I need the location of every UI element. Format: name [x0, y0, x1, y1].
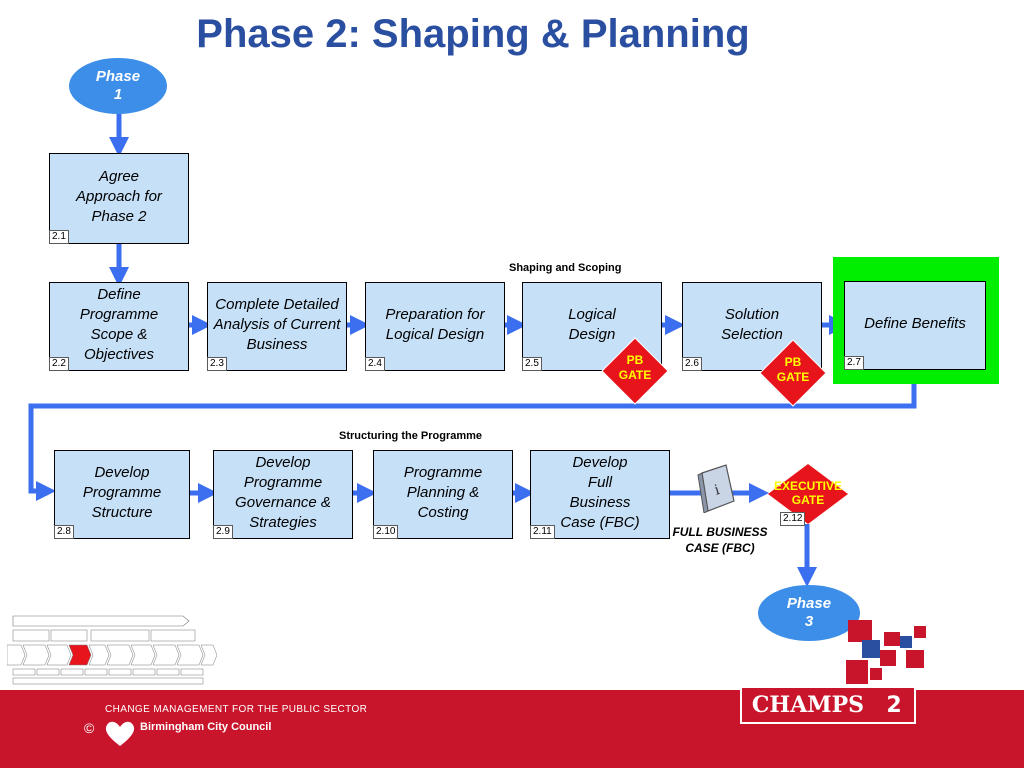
diamond-icon — [768, 464, 848, 524]
svg-text:i: i — [713, 482, 722, 499]
step-2-10-text: Programme Planning & Costing — [403, 463, 483, 521]
step-2-1-text: Agree Approach for Phase 2 — [76, 167, 162, 225]
page-title: Phase 2: Shaping & Planning — [196, 12, 750, 56]
decor-square — [870, 668, 882, 680]
executive-gate-number: 2.12 — [780, 512, 806, 526]
step-2-1: Agree Approach for Phase 2 2.1 — [49, 153, 189, 244]
step-2-2-text: Define Programme Scope & Objectives — [79, 285, 159, 363]
step-2-7: Define Benefits 2.7 — [844, 281, 986, 370]
process-overview-thumbnail — [7, 615, 217, 685]
decor-square — [846, 660, 868, 684]
pb-gate-2-6: PB GATE — [758, 338, 828, 408]
step-2-3-text: Complete Detailed Analysis of Current Bu… — [213, 295, 341, 353]
step-2-4-number: 2.4 — [365, 357, 385, 371]
decor-square — [880, 650, 896, 666]
step-2-4-text: Preparation for Logical Design — [385, 305, 485, 343]
step-2-3: Complete Detailed Analysis of Current Bu… — [207, 282, 347, 371]
phase-3-label: Phase 3 — [786, 595, 832, 630]
step-2-9: Develop Programme Governance & Strategie… — [213, 450, 353, 539]
step-2-3-number: 2.3 — [207, 357, 227, 371]
champs-logo-number: 2 — [874, 686, 916, 724]
diamond-icon — [759, 339, 827, 407]
decor-square — [884, 632, 900, 646]
decor-square — [862, 640, 880, 658]
step-2-9-number: 2.9 — [213, 525, 233, 539]
step-2-7-text: Define Benefits — [864, 314, 966, 332]
book-icon: i — [697, 464, 735, 513]
step-2-5-text: Logical Design — [568, 305, 616, 343]
step-2-1-number: 2.1 — [49, 230, 69, 244]
decor-square — [848, 620, 872, 642]
step-2-11-number: 2.11 — [530, 525, 555, 539]
step-2-8-text: Develop Programme Structure — [82, 463, 162, 521]
pb-gate-2-5: PB GATE — [600, 336, 670, 406]
heart-logo-icon — [105, 721, 135, 746]
pb-gate-2-5-label: PB GATE — [618, 353, 652, 382]
fbc-label: FULL BUSINESS CASE (FBC) — [672, 525, 768, 555]
step-2-11: Develop Full Business Case (FBC) 2.11 — [530, 450, 670, 539]
diamond-icon — [601, 337, 669, 405]
council-name: Birmingham City Council — [140, 721, 272, 733]
step-2-11-text: Develop Full Business Case (FBC) — [560, 453, 640, 531]
step-2-8-number: 2.8 — [54, 525, 74, 539]
phase-3-oval: Phase 3 — [758, 585, 860, 641]
arrow-2-7-to-2-8 — [28, 384, 917, 501]
step-2-7-number: 2.7 — [844, 356, 864, 370]
step-2-10: Programme Planning & Costing 2.10 — [373, 450, 513, 539]
step-2-5-number: 2.5 — [522, 357, 542, 371]
shaping-scoping-label: Shaping and Scoping — [509, 262, 622, 274]
phase-1-label: Phase 1 — [95, 68, 141, 103]
step-2-10-number: 2.10 — [373, 525, 399, 539]
step-2-6-number: 2.6 — [682, 357, 702, 371]
executive-gate-label: EXECUTIVE GATE — [773, 479, 842, 507]
decor-square — [900, 636, 912, 648]
structuring-label: Structuring the Programme — [339, 430, 483, 442]
step-2-6-text: Solution Selection — [721, 305, 783, 343]
executive-gate: EXECUTIVE GATE — [766, 462, 850, 526]
decor-square — [914, 626, 926, 638]
step-2-4: Preparation for Logical Design 2.4 — [365, 282, 505, 371]
champs-logo: CHAMPS — [740, 686, 876, 724]
step-2-8: Develop Programme Structure 2.8 — [54, 450, 190, 539]
step-2-2: Define Programme Scope & Objectives 2.2 — [49, 282, 189, 371]
phase-1-oval: Phase 1 — [69, 58, 167, 114]
copyright-symbol: © — [84, 720, 95, 736]
pb-gate-2-6-label: PB GATE — [776, 355, 810, 384]
step-2-9-text: Develop Programme Governance & Strategie… — [235, 453, 331, 531]
footer-tagline: CHANGE MANAGEMENT FOR THE PUBLIC SECTOR — [105, 704, 368, 715]
step-2-2-number: 2.2 — [49, 357, 69, 371]
decor-square — [906, 650, 924, 668]
